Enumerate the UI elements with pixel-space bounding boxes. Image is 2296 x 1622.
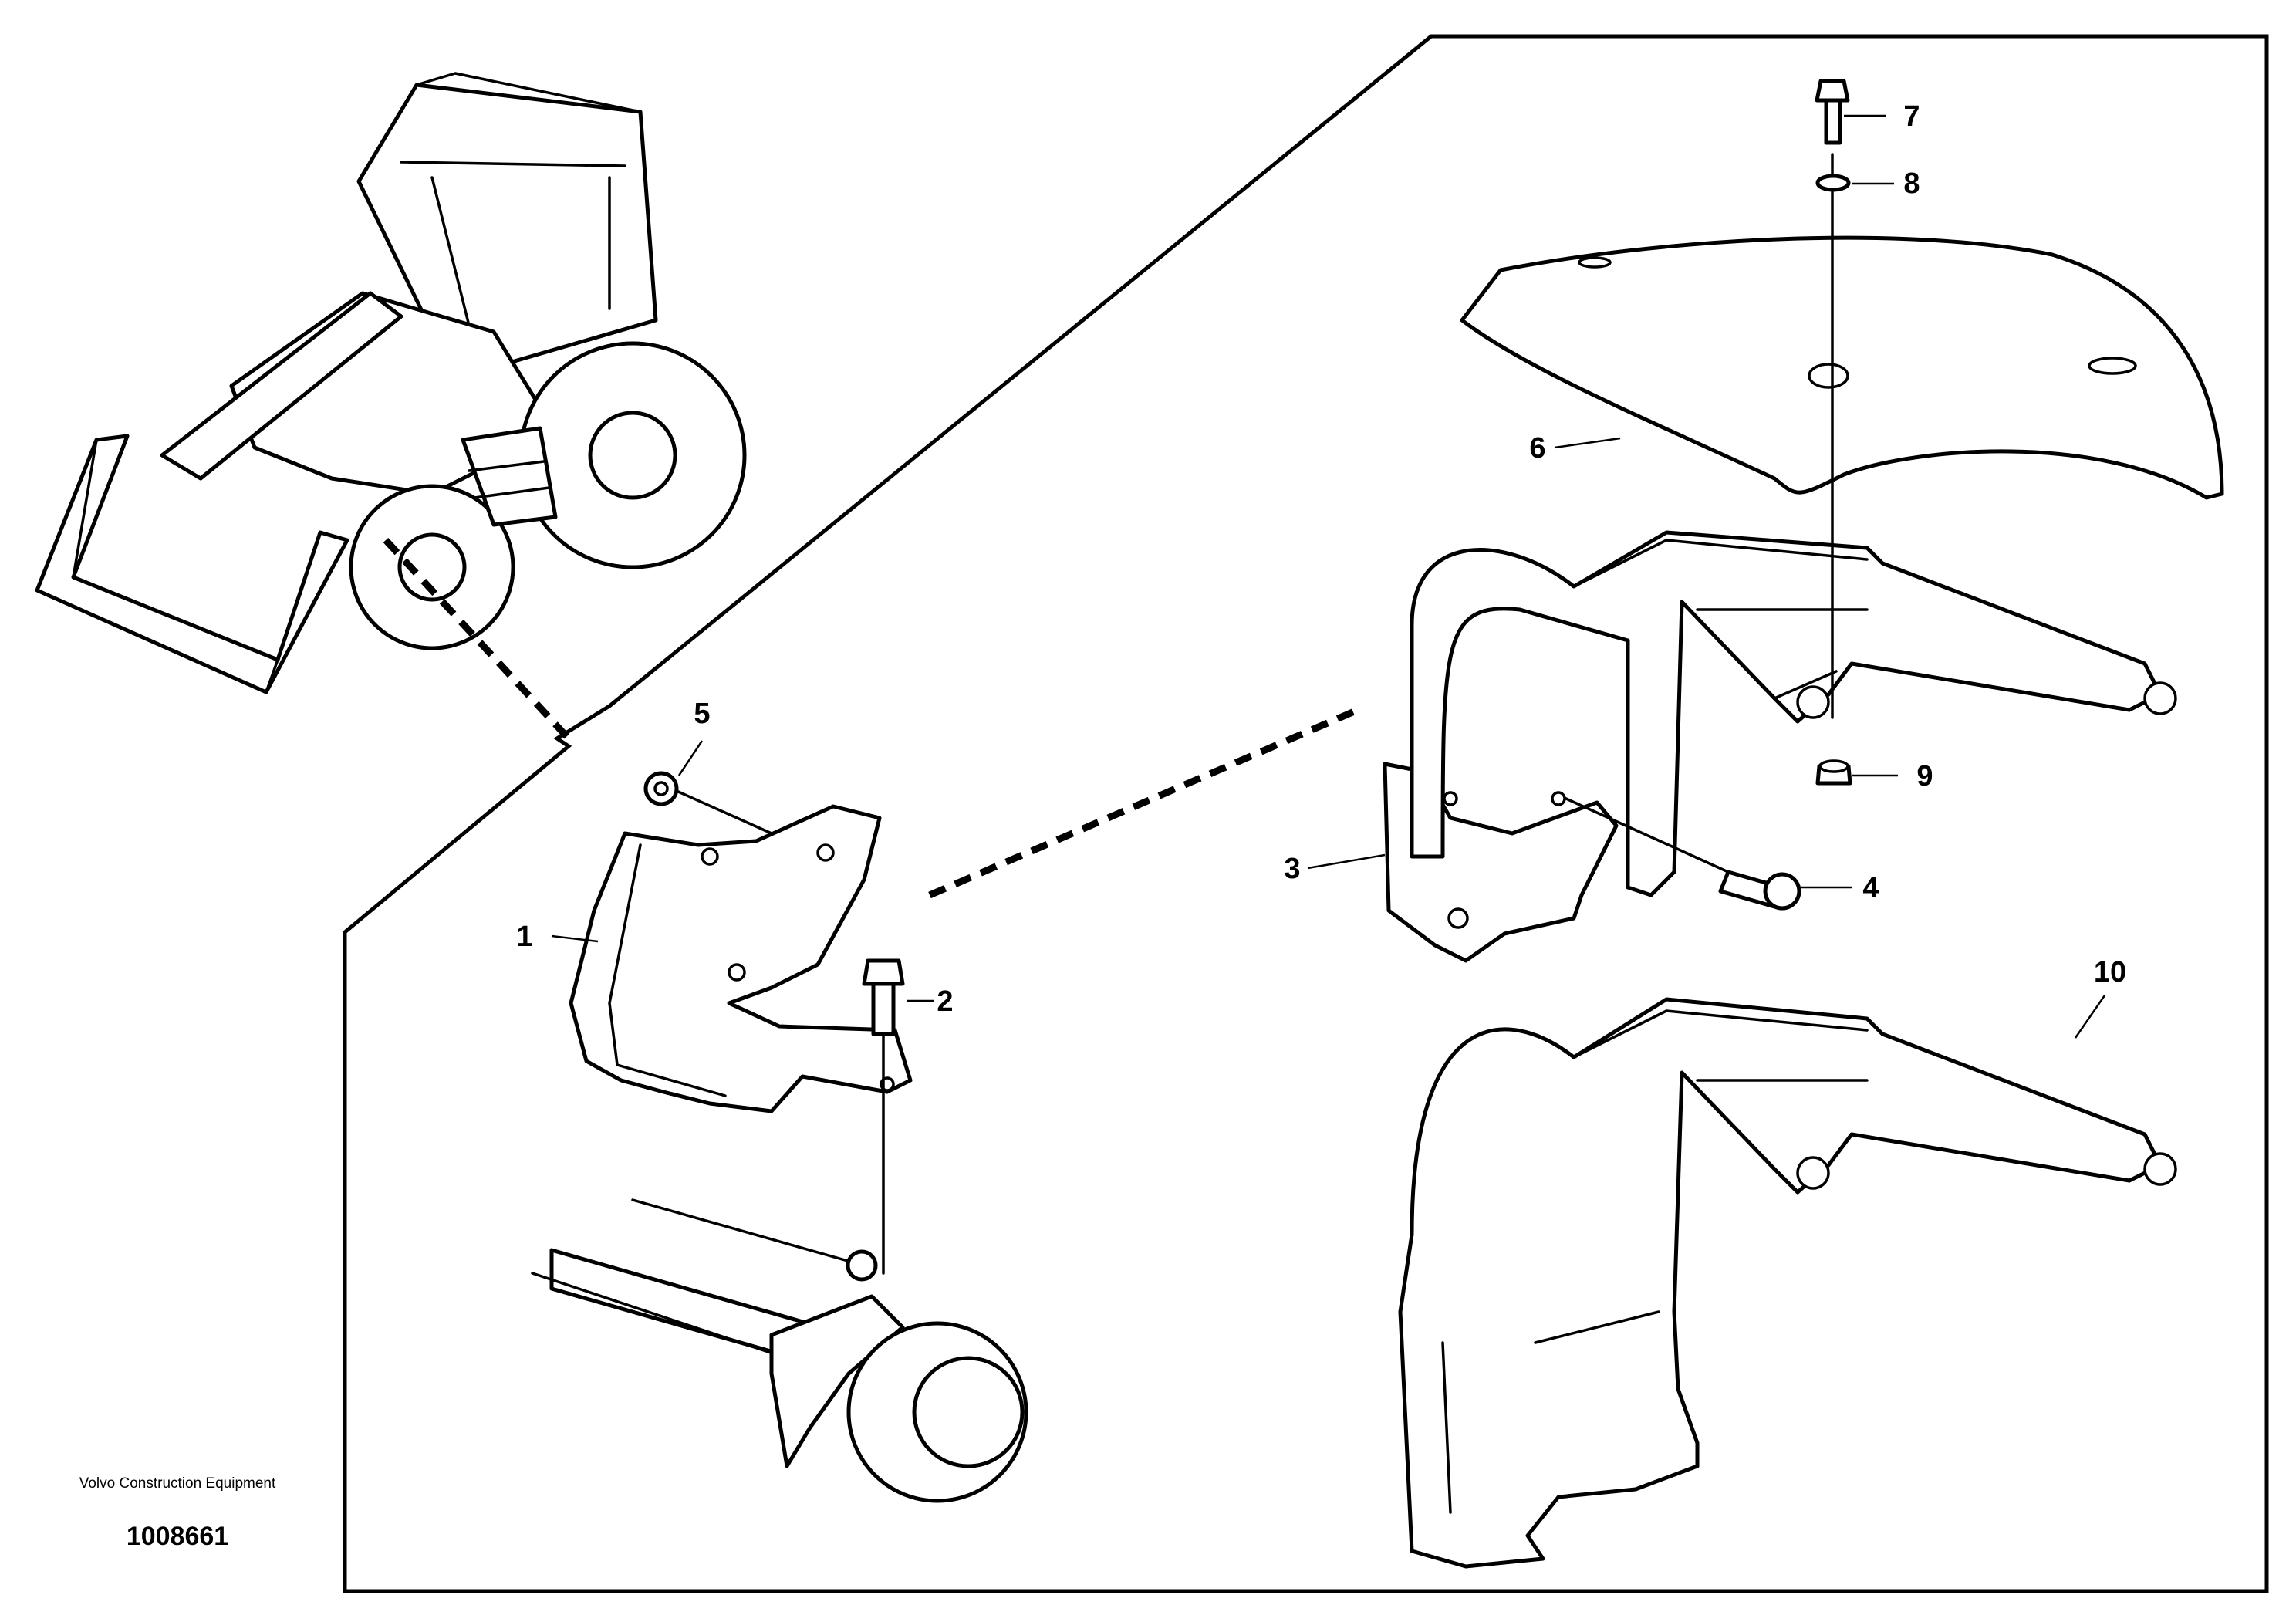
hub-cap (846, 1249, 878, 1282)
mudguard-frame (1410, 530, 2177, 897)
rear-wheel-hub (588, 411, 677, 500)
detail-link-line (928, 706, 1359, 899)
loader-arm (160, 291, 403, 481)
callout-7: 7 (1903, 100, 1920, 133)
part-10-mudguard-assembly (1398, 997, 2177, 1569)
callout-3: 3 (1284, 853, 1300, 885)
part-7-bolt (1815, 79, 1850, 145)
part-6-fender (1460, 153, 2224, 719)
illustration-number: 1008661 (126, 1522, 229, 1551)
company-name: Volvo Construction Equipment (79, 1475, 276, 1492)
callout-2: 2 (937, 985, 953, 1018)
detail-link-line (383, 537, 570, 740)
part-4-bolt (1565, 797, 1801, 911)
backhoe-loader-overview (35, 72, 747, 694)
callout-5: 5 (694, 698, 710, 730)
callout-8: 8 (1903, 167, 1920, 200)
part-1-bracket (569, 804, 913, 1113)
front-wheel-hub (397, 532, 467, 602)
part-2-bolt (862, 958, 905, 1275)
part-9-nut (1815, 759, 1852, 786)
axle-hub (531, 1198, 1028, 1503)
callout-1: 1 (516, 921, 532, 953)
part-8-washer (1815, 174, 1851, 192)
callout-9: 9 (1916, 760, 1933, 792)
part-5-nut (643, 771, 773, 835)
detail-frame (343, 34, 2269, 1593)
loader-bucket (35, 434, 349, 694)
callout-6: 6 (1529, 432, 1545, 465)
callout-10: 10 (2094, 956, 2126, 988)
callout-4: 4 (1862, 872, 1879, 904)
